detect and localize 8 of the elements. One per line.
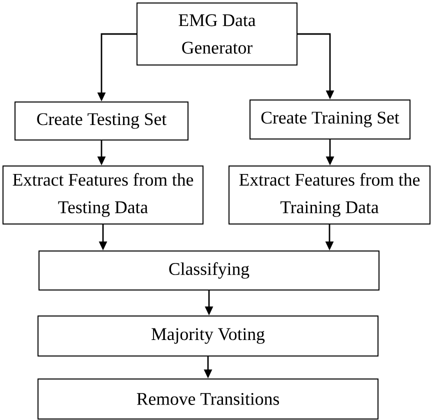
- process-box: Classifying: [38, 250, 380, 290]
- process-box: Remove Transitions: [38, 378, 378, 420]
- process-box: EMG Data Generator: [136, 2, 298, 66]
- process-box: Create Training Set: [250, 100, 410, 140]
- process-box: Extract Features from the Testing Data: [2, 166, 204, 224]
- process-box: Extract Features from the Training Data: [228, 166, 430, 224]
- process-box: Create Testing Set: [14, 102, 188, 140]
- process-box: Majority Voting: [38, 316, 378, 356]
